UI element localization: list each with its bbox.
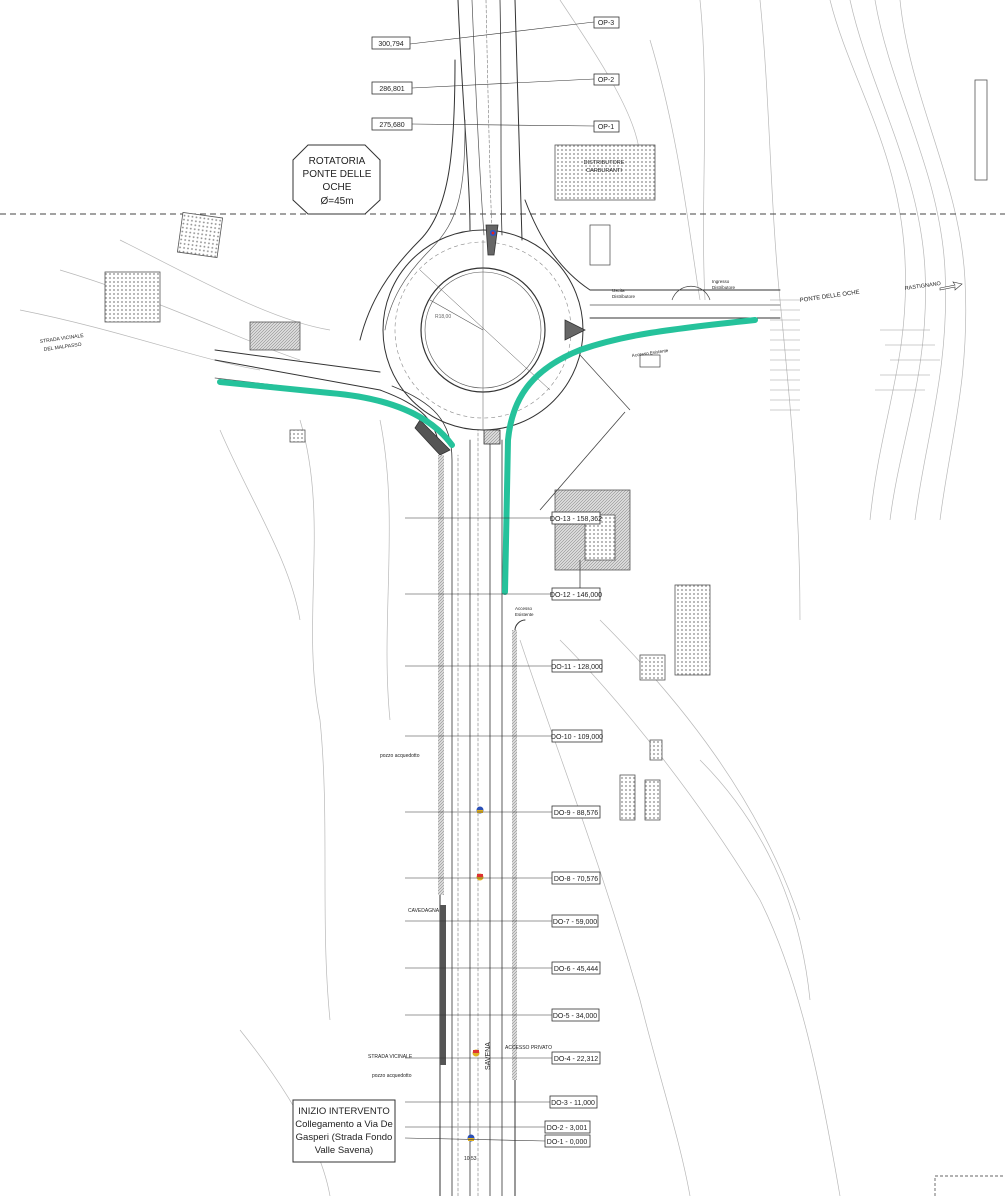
cycle-paths <box>217 317 758 595</box>
chainage-box: DO-9 - 88,576 <box>551 805 601 819</box>
chainage-text: DO-9 - 88,576 <box>554 810 598 817</box>
chainage-text: DO-2 - 3,001 <box>547 1125 588 1132</box>
chainage-box: DO-11 - 128,000 <box>551 659 603 673</box>
roundabout-title-line: PONTE DELLE <box>303 169 372 180</box>
chainage-value: 300,794 <box>378 41 403 48</box>
upper-chainage-item: 300,794 OP-3 <box>371 16 620 50</box>
chainage-box: DO-2 - 3,001 <box>544 1120 591 1134</box>
chainage-box: DO-4 - 22,312 <box>551 1051 601 1065</box>
chainage-tag: OP-3 <box>598 20 614 27</box>
chainage-text: DO-5 - 34,000 <box>553 1013 597 1020</box>
chainage-box: DO-3 - 11,000 <box>549 1095 598 1109</box>
ingresso-label: Distributore <box>712 285 736 290</box>
fuel-station-label: DISTRIBUTORE <box>584 160 625 166</box>
start-works-line: INIZIO INTERVENTO <box>298 1106 390 1117</box>
chainage-box: DO-10 - 109,000 <box>551 729 603 743</box>
chainage-box: DO-13 - 158,362 <box>550 511 602 525</box>
upper-chainage: 300,794 OP-3 286,801 OP-2 275,680 OP-1 <box>371 16 620 133</box>
strada-vicinale-2-label: STRADA VICINALE <box>368 1054 413 1060</box>
chainage-leader-lines <box>404 21 595 1142</box>
chainage-box: DO-12 - 146,000 <box>550 587 602 601</box>
accesso-esistente-label: Esistente <box>515 612 534 617</box>
chainage-tag: OP-2 <box>598 77 614 84</box>
roundabout-title-line: OCHE <box>323 182 352 193</box>
start-works-line: Collegamento a Via De <box>295 1119 393 1130</box>
chainage-box: DO-1 - 0,000 <box>544 1134 591 1148</box>
roundabout-title-line: ROTATORIA <box>309 156 366 167</box>
start-works-line: Gasperi (Strada Fondo <box>296 1132 393 1143</box>
river-bank-hatching <box>770 299 940 411</box>
chainage-box: DO-8 - 70,576 <box>551 871 601 885</box>
chainage-box: DO-5 - 34,000 <box>551 1008 600 1022</box>
strada-vicinale-label: DEL MALPASSO <box>43 342 82 353</box>
chainage-text: DO-6 - 45,444 <box>554 966 598 973</box>
ingresso-label: Ingresso <box>712 279 730 284</box>
traffic-signals <box>467 230 496 1142</box>
chainage-text: DO-1 - 0,000 <box>547 1139 588 1146</box>
uscita-label: Uscita <box>612 288 625 293</box>
fuel-station-area <box>539 224 711 590</box>
kerb-strips <box>438 455 517 1080</box>
legend-box <box>934 1175 1005 1196</box>
start-works-box: INIZIO INTERVENTO Collegamento a Via De … <box>292 1099 396 1163</box>
roundabout-diameter: Ø=45m <box>320 196 353 207</box>
upper-chainage-item: 286,801 OP-2 <box>371 73 620 95</box>
savena-label: SAVENA <box>485 1042 492 1070</box>
pozzo-label: pozzo acquedotto <box>380 753 420 759</box>
buildings <box>104 79 988 821</box>
direction-arrow-icon <box>939 281 963 291</box>
upper-chainage-item: 275,680 OP-1 <box>371 117 620 133</box>
ponte-oche-label: PONTE DELLE OCHE <box>799 290 860 304</box>
pozzo-label: pozzo acquedotto <box>372 1073 412 1079</box>
radius-label: R18,00 <box>435 314 451 320</box>
accesso-esistente-label: Accesso <box>515 606 533 611</box>
dimension-label: 10,53 <box>464 1156 477 1162</box>
traffic-islands <box>414 224 586 456</box>
chainage-text: DO-3 - 11,000 <box>551 1100 595 1107</box>
chainage-box: DO-6 - 45,444 <box>551 961 601 975</box>
start-works-line: Valle Savena) <box>315 1145 373 1156</box>
cavedagna-label: CAVEDAGNA <box>408 908 440 914</box>
uscita-label: Distributore <box>612 294 636 299</box>
chainage-box: DO-7 - 59,000 <box>551 914 599 928</box>
rastignano-label: RASTIGNANO <box>904 281 942 292</box>
chainage-text: DO-7 - 59,000 <box>553 919 597 926</box>
chainage-value: 286,801 <box>379 86 404 93</box>
chainage-labels: DO-13 - 158,362 DO-12 - 146,000 DO-11 - … <box>544 511 603 1148</box>
chainage-tag: OP-1 <box>598 124 614 131</box>
accesso-privato-label: ACCESSO PRIVATO <box>505 1045 552 1051</box>
chainage-value: 275,680 <box>379 122 404 129</box>
chainage-text: DO-11 - 128,000 <box>551 664 603 671</box>
roundabout-title-box: ROTATORIA PONTE DELLE OCHE Ø=45m <box>292 144 381 215</box>
chainage-text: DO-13 - 158,362 <box>550 516 602 523</box>
roundabout: R18,00 <box>382 229 584 431</box>
chainage-text: DO-10 - 109,000 <box>551 734 603 741</box>
chainage-text: DO-4 - 22,312 <box>554 1056 598 1063</box>
chainage-text: DO-8 - 70,576 <box>554 876 598 883</box>
accesso-esistente-label: Accesso Esistente <box>631 348 669 358</box>
map-labels: STRADA VICINALE DEL MALPASSO PONTE DELLE… <box>39 279 963 1162</box>
terrain-contours <box>19 0 967 1196</box>
fuel-station-label: CARBURANTI <box>586 168 622 174</box>
chainage-text: DO-12 - 146,000 <box>550 592 602 599</box>
